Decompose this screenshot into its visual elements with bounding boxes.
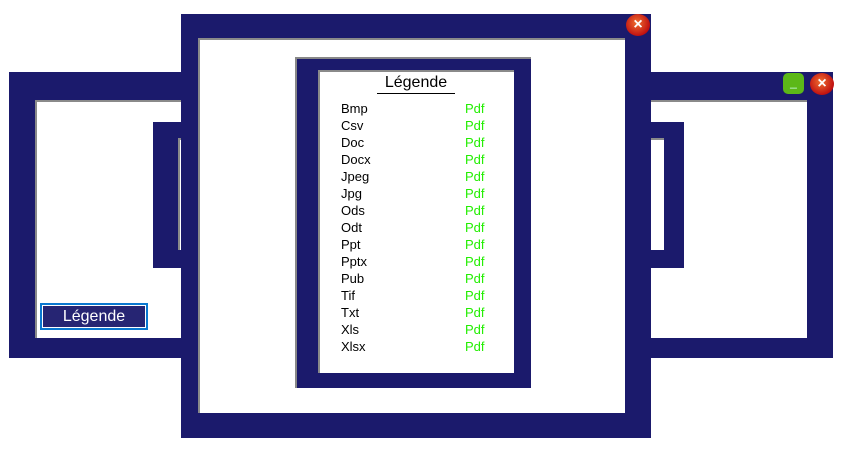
legend-target-format: Pdf bbox=[465, 169, 485, 184]
legend-format: Odt bbox=[341, 220, 362, 235]
legend-target-format: Pdf bbox=[465, 220, 485, 235]
legend-format: Xlsx bbox=[341, 339, 366, 354]
legend-target-format: Pdf bbox=[465, 288, 485, 303]
legend-target-format: Pdf bbox=[465, 322, 485, 337]
legend-title: Légende bbox=[377, 74, 455, 94]
legend-format: Ppt bbox=[341, 237, 361, 252]
legend-format: Docx bbox=[341, 152, 371, 167]
legend-target-format: Pdf bbox=[465, 339, 485, 354]
minimize-icon[interactable]: _ bbox=[783, 73, 804, 94]
legend-target-format: Pdf bbox=[465, 186, 485, 201]
close-icon[interactable]: × bbox=[810, 73, 834, 95]
legend-format: Tif bbox=[341, 288, 355, 303]
legend-target-format: Pdf bbox=[465, 305, 485, 320]
legend-target-format: Pdf bbox=[465, 152, 485, 167]
legend-target-format: Pdf bbox=[465, 101, 485, 116]
legend-target-format: Pdf bbox=[465, 237, 485, 252]
legend-target-format: Pdf bbox=[465, 203, 485, 218]
legend-format: Jpeg bbox=[341, 169, 370, 184]
legend-format: Pptx bbox=[341, 254, 368, 269]
legend-format: Txt bbox=[341, 305, 360, 320]
legend-target-format: Pdf bbox=[465, 118, 485, 133]
legend-format: Jpg bbox=[341, 186, 362, 201]
legend-panel bbox=[318, 70, 514, 373]
legend-button[interactable]: Légende bbox=[40, 303, 148, 330]
legend-format: Bmp bbox=[341, 101, 368, 116]
legend-target-format: Pdf bbox=[465, 135, 485, 150]
legend-format: Xls bbox=[341, 322, 360, 337]
legend-target-format: Pdf bbox=[465, 271, 485, 286]
legend-format: Ods bbox=[341, 203, 365, 218]
legend-format: Doc bbox=[341, 135, 365, 150]
legend-format: Csv bbox=[341, 118, 364, 133]
legend-format: Pub bbox=[341, 271, 365, 286]
close-icon[interactable]: × bbox=[626, 14, 650, 36]
legend-target-format: Pdf bbox=[465, 254, 485, 269]
